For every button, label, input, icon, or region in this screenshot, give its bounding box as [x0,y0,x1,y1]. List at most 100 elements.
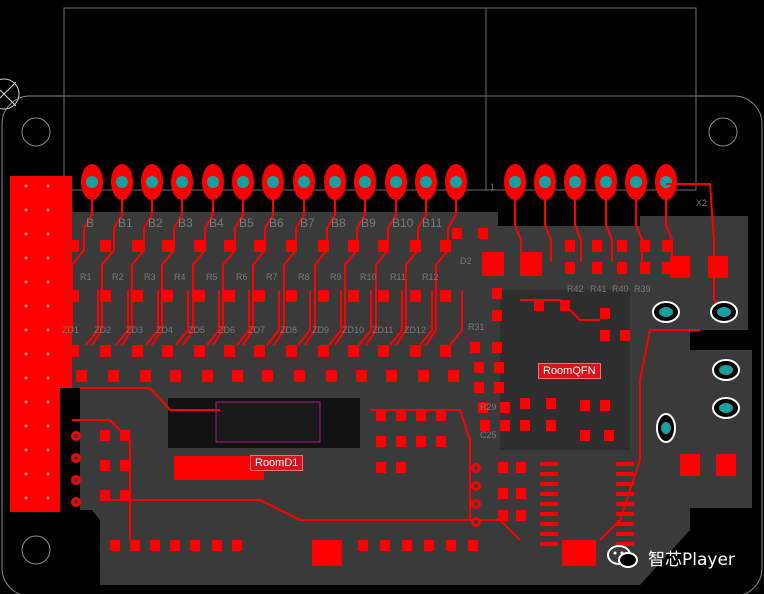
room-label-d1[interactable]: RoomD1 [250,455,304,471]
smd-pad [516,510,526,521]
smd-pad [662,240,672,252]
label-r: R1 [80,272,92,282]
smd-pad [224,290,235,302]
mounting-hole [708,117,738,147]
pad [716,454,736,476]
smd-pad [224,240,235,252]
smd-pad [376,436,386,447]
connector-pin [46,424,50,428]
smd-pad [110,540,120,551]
smd-pad [202,370,213,382]
connector-pin [24,448,28,452]
label-r: R2 [112,272,124,282]
smd-pad [402,540,412,551]
smd-pad [132,290,143,302]
connector-pin [24,280,28,284]
smd-pad [470,342,480,353]
pad [520,252,542,276]
label-r: R8 [298,272,310,282]
smd-pad [410,240,421,252]
smd-pad [640,240,650,252]
smd-pad [418,370,429,382]
smd-pad [170,540,180,551]
label-zd: ZD11 [372,325,393,335]
smd-pad [194,240,205,252]
connector-pin [46,208,50,212]
smd-pad [376,410,386,421]
label-zd: ZD6 [218,325,235,335]
smd-pad [378,345,389,357]
ic-pin [540,462,558,466]
label-pin1: 1 [490,182,495,192]
smd-pad [500,402,510,413]
label-b: B5 [239,216,254,230]
label-b: B9 [361,216,376,230]
ic-pin [540,532,558,536]
smd-pad [380,540,390,551]
pad [562,540,596,566]
smd-pad [452,228,462,239]
smd-pad [580,400,590,411]
smd-pad [162,345,173,357]
ic-pin [540,472,558,476]
smd-pad [130,540,140,551]
smd-pad [108,370,119,382]
label-r: R10 [360,272,377,282]
label-r: R40 [612,284,629,294]
smd-pad [494,382,504,393]
ic-pin [616,512,634,516]
smd-pad [120,490,130,501]
pad [482,252,504,276]
connector-pin [46,400,50,404]
watermark: 智芯Player [606,544,735,570]
smd-pad [468,540,478,551]
smd-pad [348,290,359,302]
connector-pin [46,256,50,260]
connector-pin [46,376,50,380]
ic-pin [616,482,634,486]
smd-pad [492,288,502,299]
smd-pad [132,240,143,252]
pad [708,256,728,278]
ic-pin [540,502,558,506]
smd-pad [194,345,205,357]
label-r: R4 [174,272,186,282]
wechat-icon [606,544,640,570]
label-c: C25 [480,430,497,440]
smd-pad [436,410,446,421]
smd-pad [474,382,484,393]
ic-pin [616,502,634,506]
label-x: X2 [696,198,707,208]
smd-pad [150,540,160,551]
connector-pin [24,424,28,428]
connector-pin [46,184,50,188]
smd-pad [617,262,627,274]
smd-pad [440,290,451,302]
room-label-qfn[interactable]: RoomQFN [538,363,601,379]
smd-pad [500,420,510,431]
label-zd: ZD10 [342,325,364,335]
ic-pin [616,492,634,496]
smd-pad [194,290,205,302]
connector-pin [24,328,28,332]
smd-pad [440,240,451,252]
connector-pin [46,232,50,236]
label-r: R12 [422,272,439,282]
label-r: R6 [236,272,248,282]
smd-pad [376,462,386,473]
smd-pad [498,510,508,521]
smd-pad [326,370,337,382]
label-r: R7 [266,272,278,282]
ic-pin [616,532,634,536]
smd-pad [600,400,610,411]
label-zd: ZD5 [188,325,205,335]
left-connector[interactable] [10,176,72,512]
connector-pin [24,304,28,308]
pad [680,454,700,476]
header-pads [81,164,677,200]
connector-pin [46,496,50,500]
label-zd: ZD4 [156,325,173,335]
smd-pad [580,430,590,441]
